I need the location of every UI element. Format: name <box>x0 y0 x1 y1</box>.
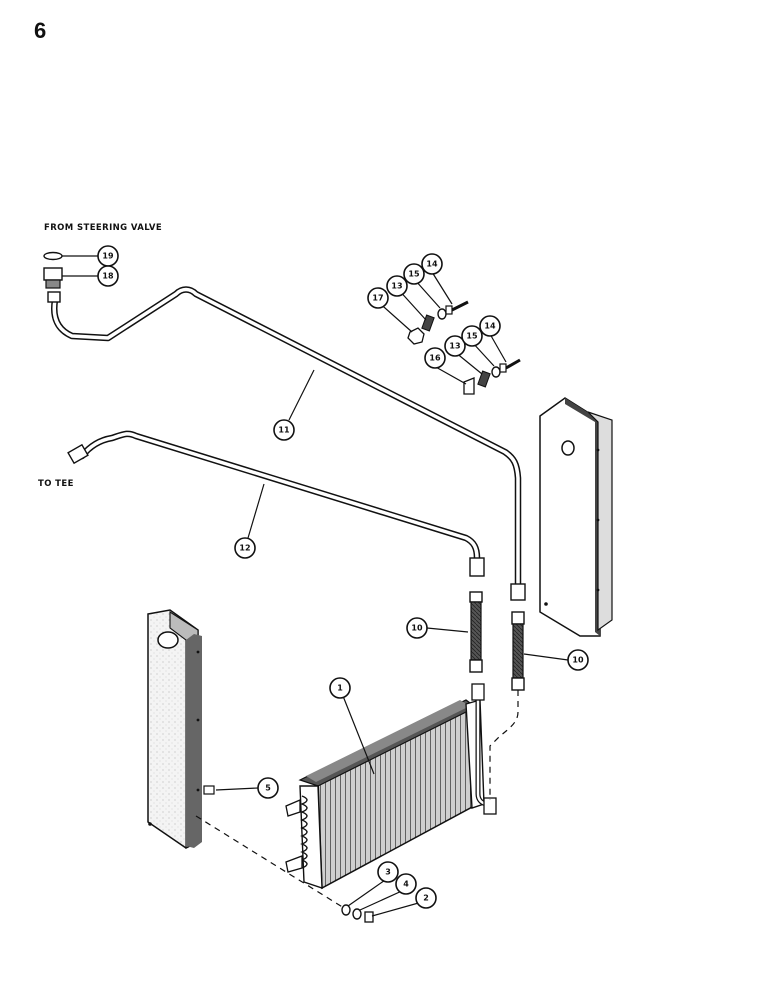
hardware-set-upper <box>407 300 469 345</box>
callout-15-upper: 15 <box>403 263 425 285</box>
label-from-steering-valve: FROM STEERING VALVE <box>44 223 163 233</box>
svg-text:1: 1 <box>337 684 343 693</box>
svg-text:17: 17 <box>372 294 383 303</box>
callout-12: 12 <box>234 537 256 559</box>
callout-15-lower: 15 <box>461 325 483 347</box>
svg-text:15: 15 <box>408 270 420 279</box>
callout-17: 17 <box>367 287 389 309</box>
svg-text:12: 12 <box>239 544 250 553</box>
callout-2: 2 <box>415 887 437 909</box>
hardware-set-lower <box>463 358 521 395</box>
svg-text:14: 14 <box>484 322 496 331</box>
svg-text:13: 13 <box>391 282 402 291</box>
fitting-18 <box>43 267 63 303</box>
oil-cooler-core-1 <box>285 683 497 890</box>
svg-text:18: 18 <box>102 272 114 281</box>
svg-text:10: 10 <box>572 656 584 665</box>
page-number: 6 <box>34 18 47 43</box>
callout-3: 3 <box>377 861 399 883</box>
hose-routing-dash <box>489 690 519 800</box>
label-to-tee: TO TEE <box>38 479 74 489</box>
callout-10-right: 10 <box>567 649 589 671</box>
callout-13-lower: 13 <box>444 335 466 357</box>
callout-18: 18 <box>97 265 119 287</box>
svg-text:16: 16 <box>429 354 441 363</box>
svg-text:14: 14 <box>426 260 438 269</box>
hose-10-right <box>511 611 525 691</box>
clip-5 <box>203 785 215 795</box>
tube-12-nut <box>469 557 485 577</box>
tube-12 <box>78 430 481 562</box>
svg-text:4: 4 <box>403 880 409 889</box>
callout-11: 11 <box>273 419 295 441</box>
callout-5: 5 <box>257 777 279 799</box>
o-ring-19 <box>43 251 63 261</box>
right-baffle-bracket <box>539 397 613 637</box>
callout-4: 4 <box>395 873 417 895</box>
svg-text:2: 2 <box>423 894 429 903</box>
hardware-set-bottom <box>341 904 374 923</box>
callout-13-upper: 13 <box>386 275 408 297</box>
bolt-alignment-dash <box>195 815 345 909</box>
hose-10-left <box>469 591 483 673</box>
svg-text:10: 10 <box>411 624 423 633</box>
tube-11-nut <box>510 583 526 601</box>
svg-text:3: 3 <box>385 868 391 877</box>
svg-text:5: 5 <box>265 784 271 793</box>
callout-14-lower: 14 <box>479 315 501 337</box>
callout-19: 19 <box>97 245 119 267</box>
callout-10-left: 10 <box>406 617 428 639</box>
left-baffle-bracket <box>147 609 215 849</box>
callout-1: 1 <box>329 677 351 699</box>
svg-text:15: 15 <box>466 332 478 341</box>
svg-text:13: 13 <box>449 342 460 351</box>
callout-14-upper: 14 <box>421 253 443 275</box>
tube-11 <box>51 286 522 590</box>
svg-text:11: 11 <box>278 426 290 435</box>
svg-text:19: 19 <box>102 252 114 261</box>
callout-16: 16 <box>424 347 446 369</box>
tube-12-end-nut <box>67 443 89 465</box>
